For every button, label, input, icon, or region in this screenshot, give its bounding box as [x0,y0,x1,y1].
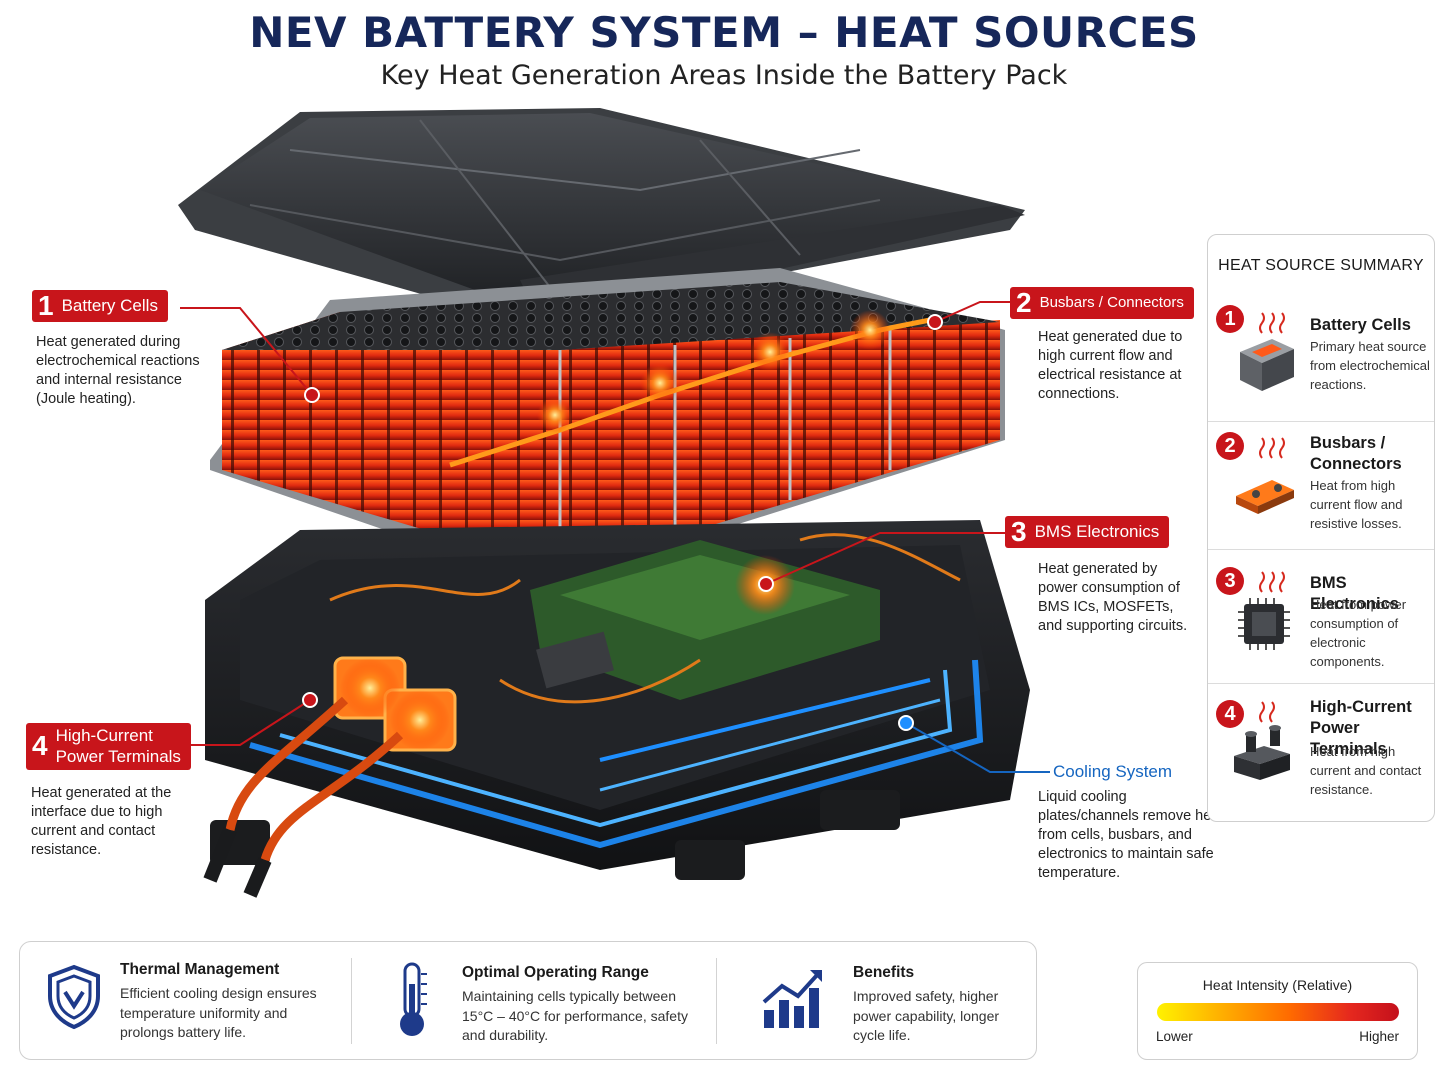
summary-title: HEAT SOURCE SUMMARY [1218,257,1424,274]
info-desc-benefits: Improved safety, higher power capability… [853,988,1000,1043]
summary-item-description: Heat from high current and contact resis… [1310,744,1422,797]
info-bar: Thermal Management Efficient cooling des… [19,941,1037,1060]
summary-item-name: BMS Electronics [1310,574,1399,613]
summary-number: 1 [1216,305,1244,333]
callout-battery-cells: 1 Battery Cells [32,290,168,322]
callout-number: 4 [32,730,48,762]
callout-label-line1: High-Current [55,726,153,745]
legend-high-label: Higher [1359,1029,1399,1044]
summary-number: 3 [1216,567,1244,595]
summary-item-description: Heat from high current flow and resistiv… [1310,478,1403,531]
summary-item-name: Battery Cells [1310,316,1411,334]
power-terminal-icon [1234,701,1290,780]
callout-description: Heat generated due to high current flow … [1038,329,1183,402]
chip-icon [1238,571,1290,650]
summary-number: 4 [1216,700,1244,728]
summary-item-name: High-Current Power Terminals [1310,698,1412,758]
info-desc-operating-range: Maintaining cells typically between 15°C… [462,988,688,1043]
summary-item-bms: 3 BMS Electronics Heat from power consum… [1208,549,1434,683]
legend-gradient-bar [1157,1003,1399,1021]
power-terminals-and-cables [203,656,457,898]
callout-description: Heat generated by power consumption of B… [1038,561,1188,634]
battery-lower-tray [205,520,1030,880]
growth-chart-icon [762,970,822,1028]
callout-bms-electronics: 3 BMS Electronics [1005,516,1170,548]
busbar-connector-icon [1236,437,1294,514]
legend-title: Heat Intensity (Relative) [1202,977,1353,993]
thermometer-icon [400,962,427,1036]
callout-number: 3 [1011,516,1027,547]
summary-item-battery-cells: 1 Battery Cells Primary heat source from… [1208,293,1434,421]
battery-module-icon [1240,312,1294,391]
summary-item-busbars: 2 Busbars / Connectors Heat from high cu… [1208,421,1434,549]
summary-item-description: Primary heat source from electrochemical… [1310,339,1430,392]
callout-label: Busbars / Connectors [1039,293,1184,311]
callout-description: Heat generated at the interface due to h… [31,785,172,858]
cooling-system-description: Liquid cooling plates/channels remove he… [1038,789,1224,881]
summary-item-description: Heat from power consumption of electroni… [1310,597,1407,669]
info-title-operating-range: Optimal Operating Range [462,964,649,981]
callout-number: 2 [1016,287,1032,318]
divider [716,958,717,1044]
info-title-thermal: Thermal Management [120,961,280,978]
callout-leaders [175,301,1050,773]
callout-label-line2: Power Terminals [55,747,181,767]
callout-number: 1 [38,290,54,321]
battery-pack-lid [178,108,1025,322]
callout-label: Battery Cells [61,296,158,316]
battery-cell-modules [210,268,1005,585]
callout-label: High-Current Power Terminals [56,725,181,768]
callout-label: BMS Electronics [1034,522,1160,542]
heat-source-summary-panel: HEAT SOURCE SUMMARY 1 Battery Cells Prim… [1207,234,1435,822]
shield-icon [48,964,100,1030]
callout-busbars-connectors: 2 Busbars / Connectors [1010,287,1194,319]
info-title-benefits: Benefits [853,964,915,981]
summary-item-power-terminals: 4 High-Current Power Terminals Heat from… [1208,683,1434,823]
info-desc-thermal: Efficient cooling design ensures tempera… [120,985,317,1040]
legend-low-label: Lower [1156,1029,1193,1044]
page-subtitle: Key Heat Generation Areas Inside the Bat… [380,60,1068,91]
cooling-system-label: Cooling System [1053,762,1173,781]
heat-intensity-legend: Heat Intensity (Relative) Lower Higher [1137,962,1418,1060]
divider [351,958,352,1044]
callout-power-terminals: 4 High-Current Power Terminals [26,723,191,770]
summary-number: 2 [1216,432,1244,460]
summary-item-name: Busbars / Connectors [1310,434,1402,473]
page-title: NEV BATTERY SYSTEM – HEAT SOURCES [249,8,1199,57]
callout-description: Heat generated during electrochemical re… [36,334,200,407]
